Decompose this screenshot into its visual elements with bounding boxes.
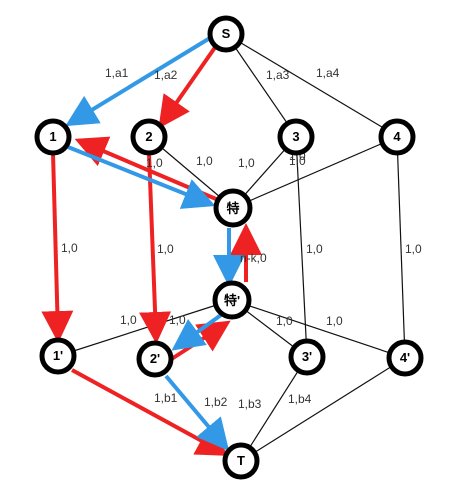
edge-label-p4-t: 1,b4 (288, 392, 312, 406)
node-spp-label: 特' (224, 293, 240, 308)
edge-label-s-3: 1,a3 (266, 68, 290, 82)
node-t-label: T (237, 453, 245, 468)
edge-label-4-sp: 1,0 (289, 154, 306, 168)
red-edge-1-p1 (41, 152, 74, 343)
node-2-label: 2 (145, 129, 152, 144)
blue-edge-s-1 (65, 36, 212, 127)
edge-label-4-p4: 1,0 (405, 242, 422, 256)
edge-label-p1-spp: 1,0 (120, 313, 137, 327)
node-sp-label: 特 (226, 201, 239, 216)
blue-edge-1-sp (67, 145, 216, 209)
node-s-label: S (222, 26, 231, 41)
edge-label-sp-spp: n-k,0 (240, 251, 267, 265)
node-1-label: 1 (49, 129, 56, 144)
edge-s-3 (225, 33, 297, 137)
red-edge-s-2 (158, 44, 218, 129)
edge-3-p3 (295, 136, 308, 358)
edge-label-p3-t: 1,b3 (238, 397, 262, 411)
edge-label-1-sp: 1,0 (146, 156, 163, 170)
edge-label-2-p2: 1,0 (157, 242, 174, 256)
node-p4-label: 4' (400, 350, 410, 365)
edge-label-3-sp: 1,0 (238, 156, 255, 170)
edge-4-p4 (396, 136, 406, 359)
edge-label-p2-spp: 1,0 (169, 313, 186, 327)
edge-label-s-1: 1,a1 (105, 66, 129, 80)
edge-label-s-2: 1,a2 (154, 68, 178, 82)
edge-label-s-4: 1,a4 (316, 66, 340, 80)
edge-label-3-p3: 1,0 (306, 242, 323, 256)
node-p1-label: 1' (53, 348, 63, 363)
node-p2: 2' (136, 340, 174, 378)
node-s: S (207, 15, 245, 53)
edge-label-p3-spp: 1,0 (276, 314, 293, 328)
edge-4-sp (232, 136, 398, 209)
edge-label-p4-spp: 1,0 (326, 314, 343, 328)
node-sp: 特 (213, 188, 253, 228)
node-t: T (222, 442, 260, 480)
red-edge-2-p2 (139, 152, 172, 344)
blue-edge-p2-t (164, 374, 230, 452)
red-path (41, 44, 262, 456)
edge-labels: 1,a1 1,a2 1,a3 1,a4 1,0 1,0 1,0 1,0 1,0 … (61, 66, 422, 411)
node-spp: 特' (212, 280, 252, 320)
node-3-label: 3 (292, 129, 299, 144)
blue-edge-spp-p2 (171, 313, 223, 351)
node-4: 4 (378, 118, 416, 156)
node-3: 3 (277, 118, 315, 156)
red-edge-p1-t (71, 368, 230, 456)
node-p1: 1' (39, 337, 77, 375)
edge-label-p1-t: 1,b1 (154, 391, 178, 405)
edge-p4-t (240, 357, 406, 462)
edge-label-2-sp: 1,0 (196, 154, 213, 168)
edge-label-p2-t: 1,b2 (204, 395, 228, 409)
nodes: S 1 2 3 4 特 特' 1' (34, 15, 424, 480)
edge-p4-spp (231, 299, 406, 359)
node-p3: 3' (288, 338, 326, 376)
node-1: 1 (34, 118, 72, 156)
edge-p3-t (240, 356, 308, 462)
node-2: 2 (130, 118, 168, 156)
node-p3-label: 3' (302, 349, 312, 364)
edge-label-1-p1: 1,0 (61, 241, 78, 255)
blue-path (65, 36, 245, 452)
node-p4: 4' (386, 339, 424, 377)
node-4-label: 4 (393, 129, 401, 144)
edge-s-4 (225, 33, 398, 137)
node-p2-label: 2' (150, 351, 160, 366)
